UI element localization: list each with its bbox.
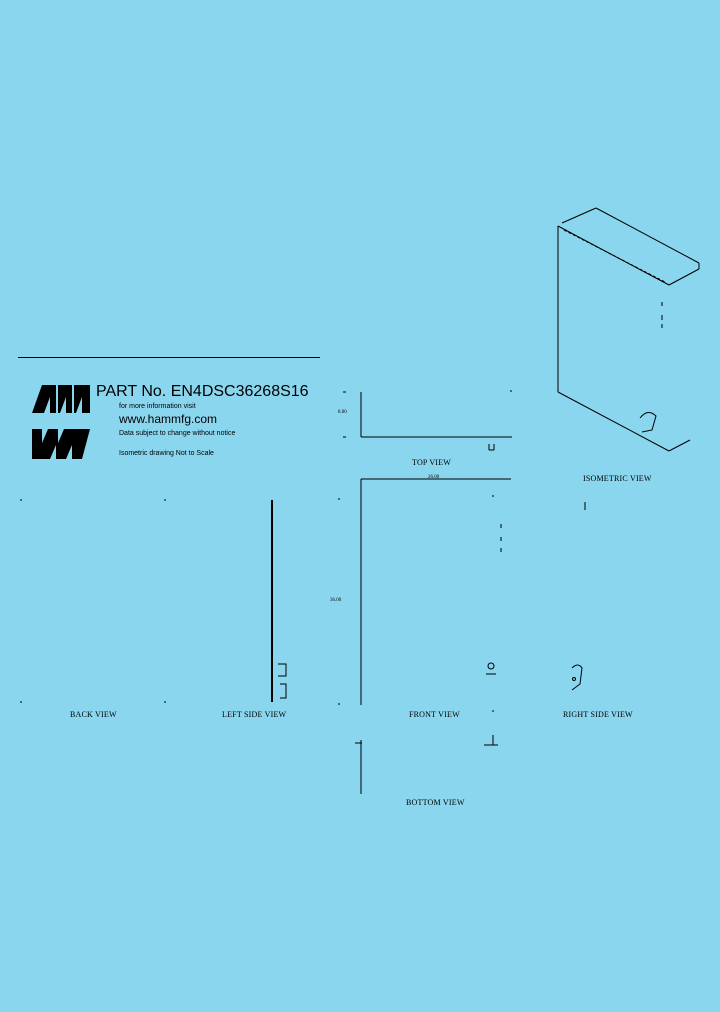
left-side-view-drawing <box>271 500 287 702</box>
right-side-view-drawing <box>571 502 586 691</box>
back-view-label: BACK VIEW <box>70 710 117 719</box>
title-block-rule <box>18 357 320 358</box>
left-side-view-label: LEFT SIDE VIEW <box>222 710 287 719</box>
front-view-label: FRONT VIEW <box>409 710 460 719</box>
top-view-label: TOP VIEW <box>412 458 452 467</box>
website-link[interactable]: www.hammfg.com <box>119 412 218 426</box>
part-number: PART No. EN4DSC36268S16 <box>96 383 309 400</box>
hammond-logo <box>32 385 90 459</box>
isometric-view-label: ISOMETRIC VIEW <box>583 474 652 483</box>
front-view-drawing <box>338 478 511 705</box>
top-height-dimension: 8.00 <box>338 410 347 415</box>
back-view-drawing <box>20 499 166 703</box>
bottom-view-drawing <box>355 710 498 794</box>
top-view-drawing <box>343 390 512 451</box>
top-width-dimension: 26.00 <box>428 475 440 480</box>
front-height-dimension: 36.00 <box>330 598 342 603</box>
isometric-view-drawing <box>557 207 700 452</box>
right-side-view-label: RIGHT SIDE VIEW <box>563 710 633 719</box>
isometric-note: Isometric drawing Not to Scale <box>119 450 214 457</box>
bottom-view-label: BOTTOM VIEW <box>406 798 465 807</box>
info-text: for more information visit <box>119 403 196 410</box>
notice-text: Data subject to change without notice <box>119 430 236 437</box>
